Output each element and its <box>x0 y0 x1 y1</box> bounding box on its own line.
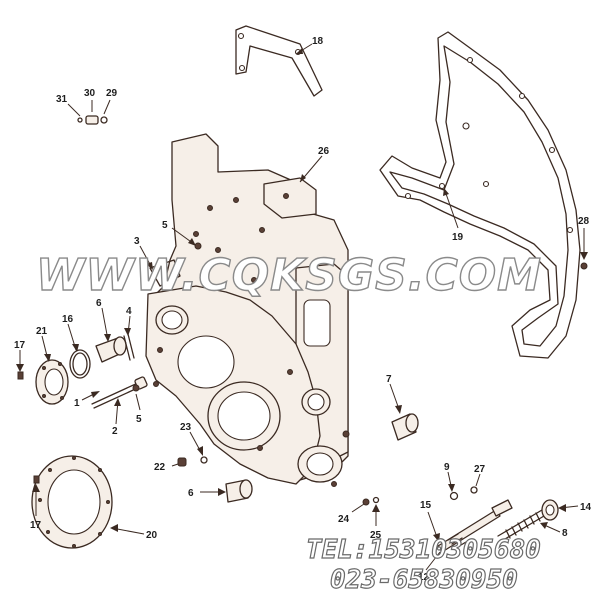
callout-8: 8 <box>562 528 568 539</box>
callout-16: 16 <box>62 314 74 325</box>
part-22-23-plug <box>177 456 208 467</box>
callout-18: 18 <box>312 36 324 47</box>
callout-14: 14 <box>580 502 592 513</box>
part-17-screw-upper <box>17 371 24 380</box>
callout-5-lower: 5 <box>136 414 142 425</box>
part-8-14-spring <box>497 499 559 543</box>
callout-3: 3 <box>134 236 140 247</box>
part-26-gear-housing <box>145 133 350 487</box>
callout-28: 28 <box>578 216 590 227</box>
callout-1: 1 <box>74 398 80 409</box>
callout-5-upper: 5 <box>162 220 168 231</box>
callout-6-upper: 6 <box>96 298 102 309</box>
contact-tel: TEL:15310305680 <box>306 535 541 565</box>
leader-lines <box>16 43 588 571</box>
part-28-plug <box>580 262 588 270</box>
part-6-bushing-lower <box>225 479 253 503</box>
part-18-bracket <box>235 25 323 97</box>
part-21-seal <box>35 359 69 405</box>
part-6-bushing-upper <box>95 336 127 363</box>
callout-17-upper: 17 <box>14 340 26 351</box>
part-3-gasket <box>149 259 181 287</box>
part-16-o-ring <box>69 349 91 379</box>
part-15-shaft <box>437 499 513 553</box>
callout-17-lower: 17 <box>30 520 42 531</box>
part-9-27-washers <box>449 486 478 501</box>
part-24-25-plug <box>362 496 380 506</box>
callout-21: 21 <box>36 326 48 337</box>
callout-25: 25 <box>370 530 382 541</box>
callout-24: 24 <box>338 514 350 525</box>
callout-20: 20 <box>146 530 158 541</box>
contact-phone: 023-65830950 <box>330 565 518 595</box>
callout-23: 23 <box>180 422 192 433</box>
part-4-pin <box>123 333 135 361</box>
callout-26: 26 <box>318 146 330 157</box>
callout-4: 4 <box>126 306 132 317</box>
callout-30: 30 <box>84 88 96 99</box>
callout-12: 12 <box>418 572 430 583</box>
callout-2: 2 <box>112 426 118 437</box>
part-29-30-31-fitting <box>77 115 108 125</box>
callout-7: 7 <box>386 374 392 385</box>
part-20-cover-plate <box>31 455 113 549</box>
callout-19: 19 <box>452 232 464 243</box>
callout-labels: 18 26 19 28 31 30 29 5 3 6 4 21 16 17 1 … <box>14 36 592 583</box>
part-5-plug-upper <box>194 242 202 250</box>
callout-9: 9 <box>444 462 450 473</box>
callout-27: 27 <box>474 464 486 475</box>
watermark-text: WWW.CQKSGS.COM <box>36 250 542 301</box>
part-5-washer-lower <box>132 384 140 392</box>
part-19-gasket <box>379 31 581 359</box>
callout-22: 22 <box>154 462 166 473</box>
part-17-screw-lower <box>33 475 40 484</box>
part-7-bushing <box>391 413 419 441</box>
callout-15: 15 <box>420 500 432 511</box>
callout-31: 31 <box>56 94 68 105</box>
callout-6-lower: 6 <box>188 488 194 499</box>
callout-29: 29 <box>106 88 118 99</box>
